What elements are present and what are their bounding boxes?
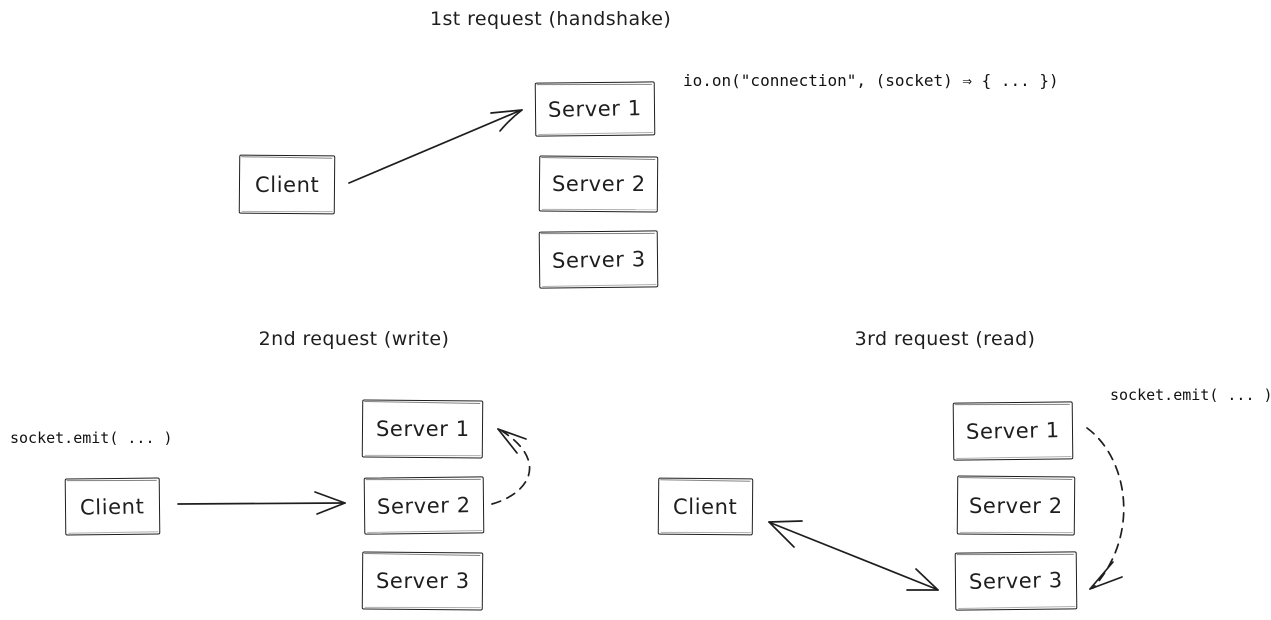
panel-write-title: 2nd request (write)	[258, 328, 450, 350]
write-code-annotation: socket.emit( ... )	[10, 429, 173, 447]
read-response-arrow	[768, 520, 939, 591]
handshake-request-arrow	[348, 109, 523, 184]
panel-read-title: 3rd request (read)	[854, 328, 1036, 350]
handshake-server2-label: Server 2	[551, 171, 646, 196]
write-client-label: Client	[80, 493, 145, 520]
read-code-annotation: socket.emit( ... )	[1110, 386, 1271, 404]
read-client-label: Client	[673, 494, 738, 519]
read-server2-label: Server 2	[969, 493, 1063, 518]
write-client-box: Client	[64, 477, 161, 536]
write-request-arrow	[177, 491, 346, 515]
write-server3-box: Server 3	[361, 551, 484, 611]
read-server1-label: Server 1	[965, 418, 1061, 444]
write-server2-box: Server 2	[363, 476, 485, 535]
read-server1-box: Server 1	[952, 401, 1074, 461]
read-client-box: Client	[657, 477, 754, 536]
handshake-client-label: Client	[254, 172, 320, 197]
handshake-server1-box: Server 1	[534, 81, 656, 137]
write-server2-label: Server 2	[376, 492, 472, 519]
handshake-code-annotation: io.on("connection", (socket) ⇒ { ... })	[683, 71, 1059, 90]
write-server1-box: Server 1	[361, 399, 484, 459]
write-server3-label: Server 3	[375, 568, 470, 593]
handshake-server3-label: Server 3	[551, 246, 646, 273]
write-sync-dashed-arrow	[491, 428, 531, 505]
read-sync-dashed-arrow	[1086, 427, 1125, 590]
read-server3-box: Server 3	[954, 551, 1078, 611]
handshake-server2-box: Server 2	[538, 155, 659, 213]
read-server3-label: Server 3	[968, 568, 1064, 594]
handshake-server3-box: Server 3	[538, 230, 659, 289]
panel-handshake-title: 1st request (handshake)	[430, 8, 672, 30]
read-server2-box: Server 2	[956, 475, 1076, 536]
handshake-client-box: Client	[238, 154, 336, 215]
write-server1-label: Server 1	[375, 416, 470, 441]
handshake-server1-label: Server 1	[547, 96, 643, 122]
